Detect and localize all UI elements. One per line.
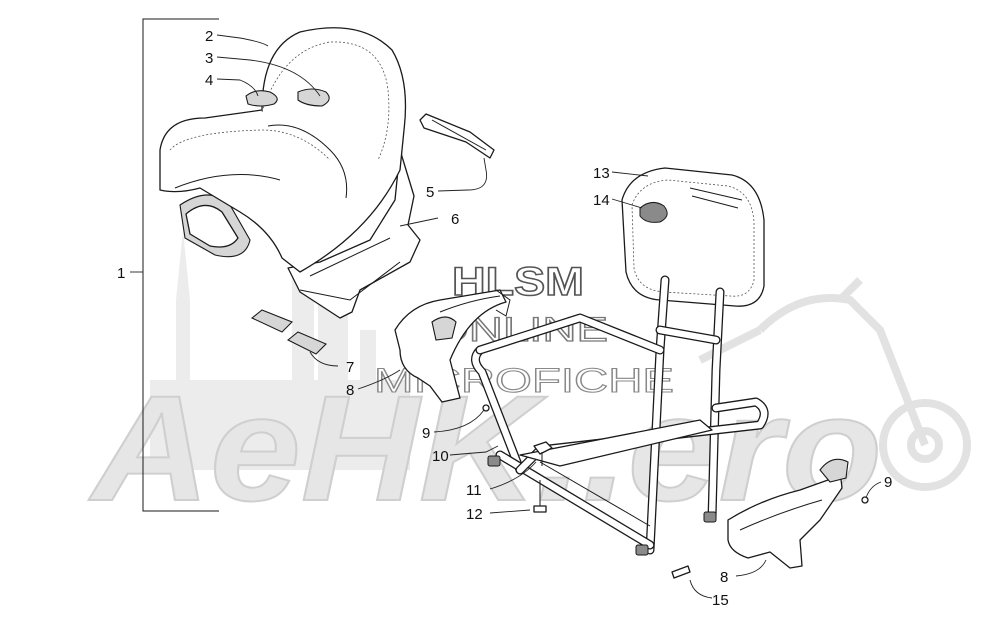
seat-part: [159, 27, 421, 319]
hardware-parts: [482, 404, 869, 579]
pad-part: [250, 309, 327, 355]
callout-7: 7: [346, 359, 354, 376]
callout-10: 10: [432, 448, 449, 465]
leader-lines: [216, 34, 882, 599]
watermark-hlsm: HLSM: [452, 260, 584, 304]
strap-part: [419, 113, 495, 159]
callout-12: 12: [466, 506, 483, 523]
callout-6: 6: [451, 211, 459, 228]
callout-2: 2: [205, 28, 213, 45]
callout-labels: 1 2 3 4 5 6 7 8 9 10 11 12 13 14 8 9 15: [117, 28, 892, 609]
callout-13: 13: [593, 165, 610, 182]
frame-part: [471, 275, 769, 556]
side-cover-left: [394, 289, 511, 403]
callout-14: 14: [593, 192, 610, 209]
motorcycle-watermark: [698, 277, 971, 491]
callout-11: 11: [466, 482, 482, 499]
side-cover-right: [727, 458, 849, 569]
callout-4: 4: [205, 72, 213, 89]
callout-1: 1: [117, 265, 125, 282]
callout-3: 3: [205, 50, 213, 67]
callout-15: 15: [712, 592, 729, 609]
callout-5: 5: [426, 184, 434, 201]
assembly-bracket: [130, 18, 219, 512]
callout-9-left: 9: [422, 425, 430, 442]
backrest-part: [621, 167, 765, 307]
callout-8-right: 8: [720, 569, 728, 586]
callout-8-left: 8: [346, 382, 354, 399]
callout-9-right: 9: [884, 474, 892, 491]
